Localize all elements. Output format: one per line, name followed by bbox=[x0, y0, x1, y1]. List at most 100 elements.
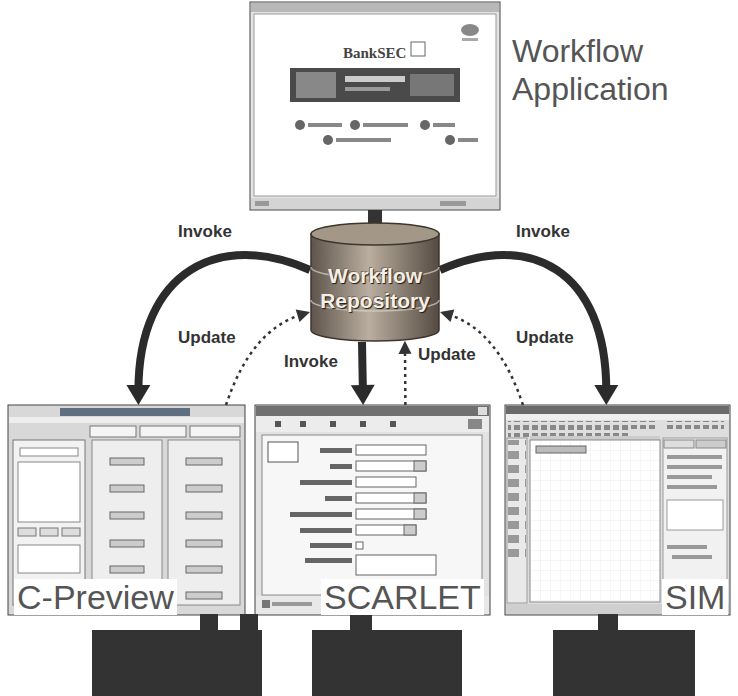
scarlet-screenshot bbox=[262, 435, 482, 595]
sim-screenshot bbox=[667, 475, 712, 479]
cpreview-screenshot bbox=[186, 458, 222, 465]
sim-screenshot bbox=[508, 440, 526, 560]
scarlet-screenshot bbox=[356, 509, 426, 519]
cpreview-screenshot bbox=[110, 566, 144, 573]
cpreview-screenshot bbox=[18, 462, 80, 522]
arrowhead bbox=[440, 310, 454, 323]
arrowhead bbox=[399, 341, 412, 354]
scarlet-screenshot bbox=[414, 493, 426, 503]
cpreview-screenshot bbox=[62, 528, 80, 536]
sim-screenshot bbox=[667, 485, 717, 489]
sim-screenshot bbox=[506, 414, 729, 420]
application-screenshot bbox=[445, 135, 455, 145]
cpreview-screenshot bbox=[8, 405, 245, 615]
update-arrow bbox=[399, 341, 412, 405]
cpreview-screenshot bbox=[90, 426, 136, 437]
application-screenshot bbox=[461, 24, 479, 36]
scarlet-screenshot bbox=[356, 525, 416, 535]
scarlet-screenshot bbox=[255, 405, 490, 615]
cpreview-screenshot bbox=[60, 408, 190, 416]
node-label: C-Preview bbox=[14, 579, 177, 615]
application-screenshot bbox=[295, 120, 305, 130]
sim-screenshot bbox=[507, 438, 527, 603]
application-screenshot bbox=[336, 138, 391, 142]
scarlet-screenshot bbox=[272, 602, 312, 606]
node-label: Workflow Repository bbox=[315, 251, 435, 313]
arrowhead bbox=[296, 310, 310, 322]
cpreview-screenshot bbox=[9, 417, 244, 423]
hardware-block bbox=[92, 630, 262, 696]
sim-screenshot bbox=[508, 429, 628, 437]
application-screenshot bbox=[250, 2, 500, 210]
cpreview-screenshot bbox=[18, 528, 36, 536]
cpreview-screenshot bbox=[8, 405, 245, 615]
cpreview-screenshot bbox=[18, 545, 80, 573]
repository-cylinder: Workflow Repository bbox=[310, 222, 440, 342]
cpreview-screenshot bbox=[40, 528, 58, 536]
hardware-block bbox=[312, 630, 462, 696]
invoke-arrow bbox=[126, 255, 310, 405]
node-label: SCARLET bbox=[321, 579, 484, 615]
cpreview-screenshot bbox=[186, 566, 222, 573]
hardware-block bbox=[92, 614, 695, 696]
hardware-block bbox=[200, 614, 218, 632]
scarlet-screenshot bbox=[262, 600, 270, 608]
application-screenshot bbox=[410, 74, 454, 96]
node-label: Workflow Application bbox=[512, 32, 727, 108]
invoke-arrow bbox=[351, 342, 375, 405]
scarlet-screenshot bbox=[330, 464, 352, 469]
application-screenshot bbox=[345, 76, 405, 82]
sim-screenshot bbox=[667, 500, 723, 530]
application-screenshot bbox=[350, 120, 360, 130]
sim-screenshot bbox=[531, 441, 659, 601]
application-screenshot bbox=[440, 201, 466, 206]
invoke-arrow bbox=[440, 255, 618, 405]
scarlet-screenshot bbox=[356, 445, 426, 455]
scarlet-screenshot bbox=[300, 480, 352, 485]
edge-label: Update bbox=[176, 328, 238, 348]
cpreview-screenshot bbox=[186, 540, 222, 547]
cpreview-screenshot bbox=[140, 426, 186, 437]
scarlet-screenshot bbox=[414, 461, 426, 471]
sim-screenshot bbox=[696, 440, 726, 448]
scarlet-screenshot bbox=[290, 512, 352, 517]
application-screenshot bbox=[462, 38, 478, 41]
sim-screenshot bbox=[506, 406, 729, 414]
scarlet-screenshot bbox=[310, 543, 352, 548]
scarlet-screenshot bbox=[360, 421, 366, 427]
scarlet-screenshot bbox=[255, 405, 490, 615]
hardware-block bbox=[240, 614, 258, 632]
scarlet-screenshot bbox=[468, 419, 482, 429]
scarlet-screenshot bbox=[256, 406, 489, 416]
tool-window: SCARLET bbox=[255, 405, 490, 615]
hardware-block bbox=[553, 630, 695, 696]
scarlet-screenshot bbox=[356, 542, 363, 549]
edge-label: Update bbox=[416, 345, 478, 365]
application-screenshot bbox=[250, 2, 500, 210]
application-screenshot bbox=[345, 87, 390, 91]
tool-window: C-Preview bbox=[8, 405, 245, 615]
scarlet-screenshot bbox=[275, 421, 281, 427]
sim-screenshot bbox=[667, 455, 722, 459]
sim-screenshot bbox=[530, 436, 660, 440]
cylinder-shape bbox=[311, 223, 439, 245]
edge-label: Update bbox=[514, 328, 576, 348]
application-screenshot bbox=[458, 138, 478, 142]
application-screenshot bbox=[254, 14, 496, 196]
connector-line bbox=[440, 255, 606, 391]
scarlet-screenshot bbox=[256, 416, 489, 432]
sim-screenshot bbox=[672, 555, 712, 559]
application-screenshot bbox=[251, 3, 499, 12]
cpreview-screenshot bbox=[20, 448, 78, 456]
sim-screenshot bbox=[508, 421, 658, 429]
sim-screenshot bbox=[667, 545, 707, 549]
sim-screenshot bbox=[505, 405, 730, 615]
hardware-block bbox=[598, 614, 618, 632]
connector-line bbox=[358, 342, 367, 391]
edge-label: Invoke bbox=[282, 352, 340, 372]
edge-label: Invoke bbox=[176, 222, 234, 242]
scarlet-screenshot bbox=[325, 496, 352, 501]
arrowhead bbox=[351, 385, 375, 405]
scarlet-screenshot bbox=[300, 528, 352, 533]
cpreview-screenshot bbox=[110, 485, 144, 492]
